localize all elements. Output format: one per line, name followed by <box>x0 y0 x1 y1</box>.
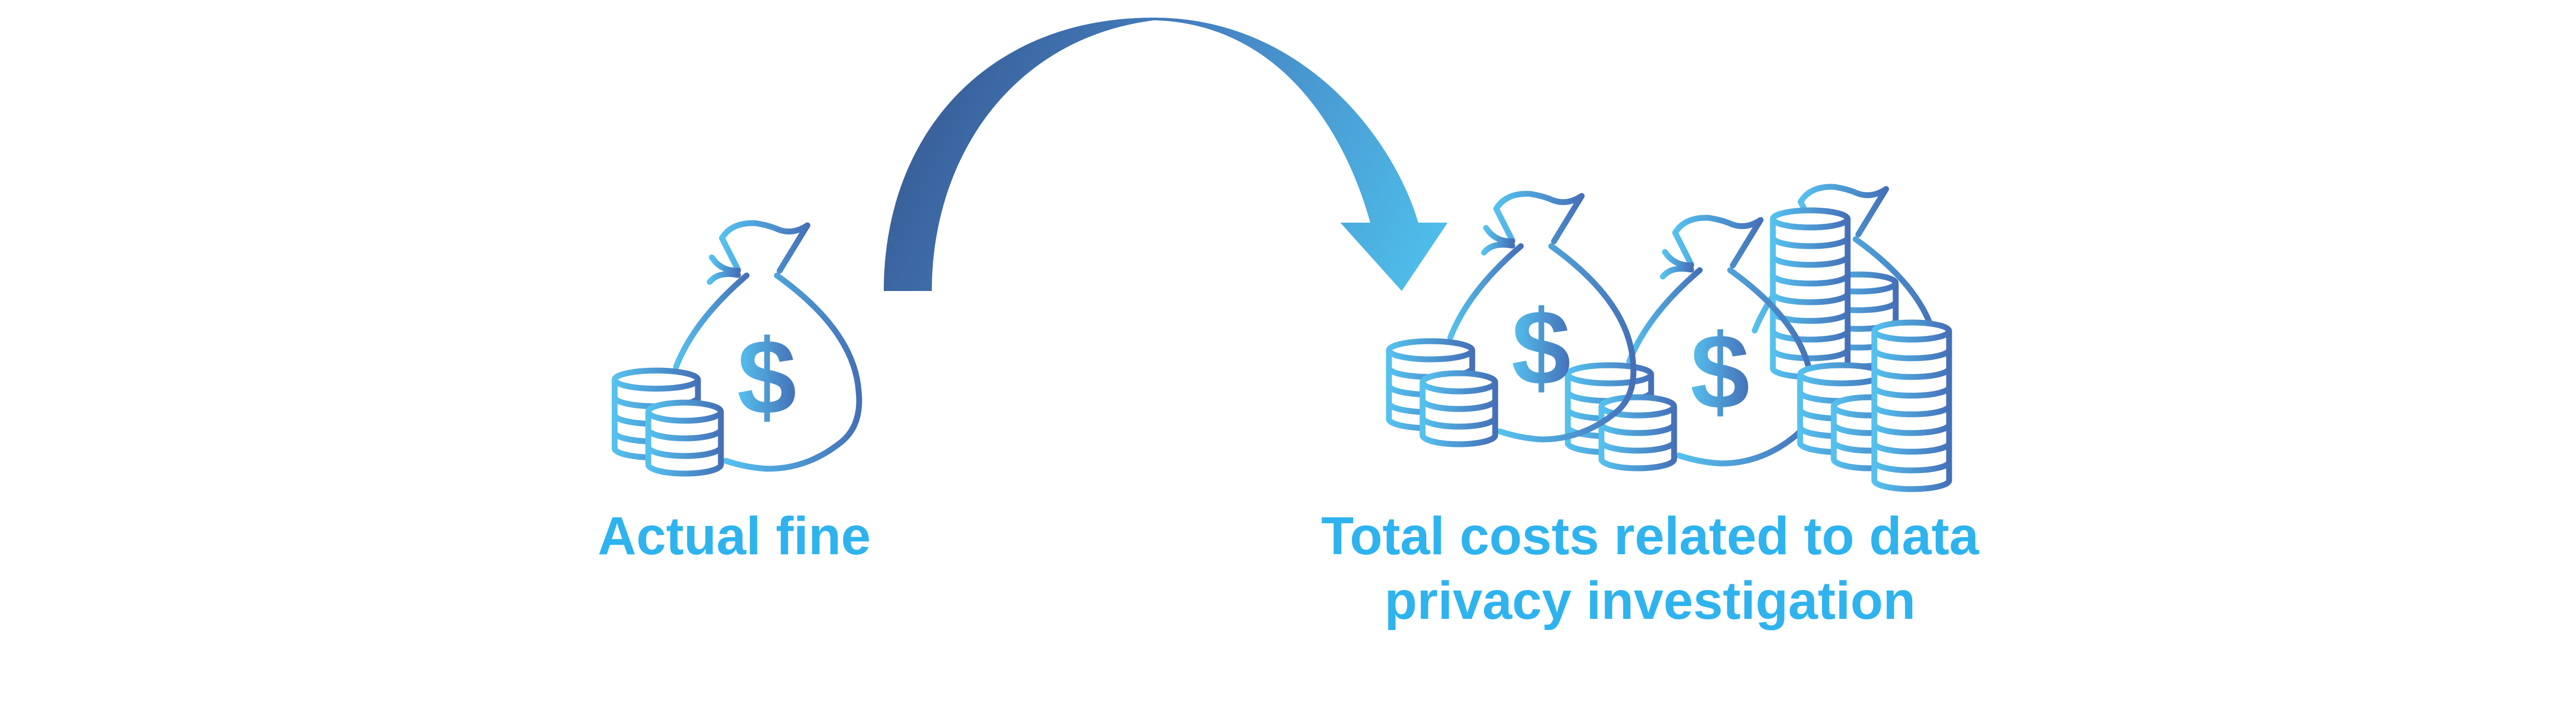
multiple-money-bags-with-coins-icon <box>1389 187 1949 489</box>
actual-fine-text: Actual fine <box>598 506 871 566</box>
actual-fine-label: Actual fine <box>577 504 892 569</box>
money-bag-with-coins-icon <box>615 223 859 474</box>
total-costs-label: Total costs related to data privacy inve… <box>1276 504 2024 633</box>
total-costs-line-1: Total costs related to data <box>1321 506 1979 566</box>
total-costs-line-2: privacy investigation <box>1384 571 1916 631</box>
curved-arrow-icon <box>884 18 1448 291</box>
